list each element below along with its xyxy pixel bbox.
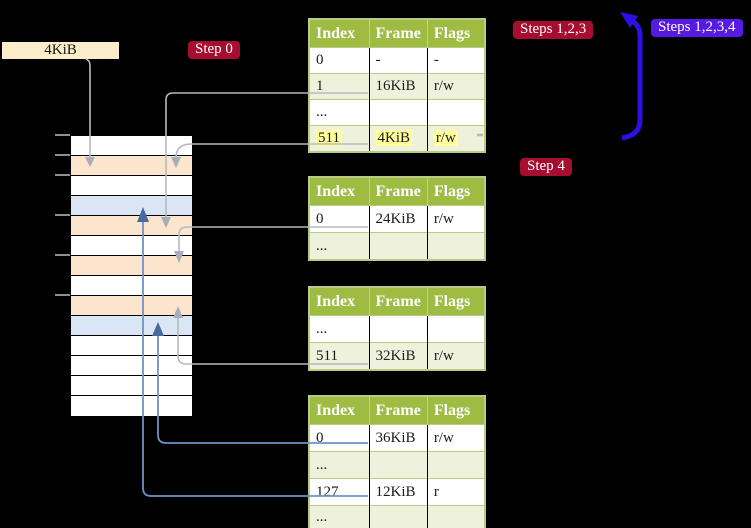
index-cell: 511: [309, 342, 369, 370]
table-row: ...: [309, 451, 486, 479]
table-header-row: Index Frame Flags: [309, 396, 486, 425]
column-header: Frame: [368, 287, 428, 316]
column-header: Frame: [368, 19, 428, 48]
index-cell: 0: [309, 205, 369, 233]
index-cell: ...: [309, 451, 369, 479]
memory-row-pagetable: [71, 256, 192, 276]
page-table-1: Index Frame Flags 0 - - 1 16KiB r/w ... …: [308, 18, 487, 153]
column-header: Frame: [368, 177, 428, 206]
index-cell: 0: [309, 47, 369, 74]
frame-size-label: 4KiB: [2, 42, 119, 59]
translation-loop-arrow: [621, 18, 643, 141]
memory-row-free: [71, 376, 192, 396]
table-header-row: Index Frame Flags: [309, 287, 486, 316]
flags-cell: [426, 505, 486, 528]
column-header: Index: [309, 287, 369, 316]
translation-loop-arrowhead: [620, 12, 638, 28]
index-cell: 511: [309, 125, 369, 152]
frame-cell: 36KiB: [368, 424, 428, 452]
frame-tick: [55, 254, 70, 256]
steps-1234-badge: Steps 1,2,3,4: [651, 19, 743, 37]
memory-row-free: [71, 236, 192, 256]
index-cell: ...: [309, 99, 369, 126]
column-header: Flags: [426, 287, 486, 316]
memory-row-free: [71, 136, 192, 156]
frame-tick: [55, 154, 70, 156]
frame-cell: 24KiB: [368, 205, 428, 233]
memory-row-free: [71, 176, 192, 196]
index-cell: ...: [309, 315, 369, 343]
frame-cell: [368, 232, 428, 260]
table-row: ...: [309, 505, 486, 528]
memory-row-page: [71, 196, 192, 216]
table-row: 1 16KiB r/w: [309, 73, 486, 100]
frame-cell: -: [368, 47, 428, 74]
frame-cell: 16KiB: [368, 73, 428, 100]
column-header: Flags: [426, 177, 486, 206]
flags-cell: r/w: [426, 73, 486, 100]
table-row: ...: [309, 232, 486, 260]
frame-tick: [55, 134, 70, 136]
memory-column: [70, 135, 193, 417]
memory-row-free: [71, 336, 192, 356]
column-header: Frame: [368, 396, 428, 425]
memory-row-page: [71, 316, 192, 336]
flags-cell: r/w: [426, 424, 486, 452]
memory-row-free: [71, 276, 192, 296]
frame-cell: 12KiB: [368, 478, 428, 506]
index-cell: 127: [309, 478, 369, 506]
highlighted-value: r/w: [433, 130, 458, 146]
flags-cell: [426, 99, 486, 126]
index-cell: ...: [309, 232, 369, 260]
column-header: Index: [309, 177, 369, 206]
flags-cell: r/w: [426, 205, 486, 233]
frame-tick: [55, 294, 70, 296]
memory-row-pagetable: [71, 156, 192, 176]
table-row: 0 24KiB r/w: [309, 205, 486, 233]
table-header-row: Index Frame Flags: [309, 177, 486, 206]
flags-cell: -: [426, 47, 486, 74]
flags-cell: [426, 451, 486, 479]
flags-cell: [426, 232, 486, 260]
step-4-badge: Step 4: [520, 158, 572, 176]
table-header-row: Index Frame Flags: [309, 19, 486, 48]
frame-cell: [368, 451, 428, 479]
memory-row-free: [71, 396, 192, 416]
memory-row-pagetable: [71, 216, 192, 236]
table-row: 0 36KiB r/w: [309, 424, 486, 452]
frame-cell: 32KiB: [368, 342, 428, 370]
flags-cell: r: [426, 478, 486, 506]
memory-row-free: [71, 356, 192, 376]
table-row-highlighted: 511 4KiB r/w: [309, 125, 486, 152]
frame-tick: [55, 174, 70, 176]
index-cell: ...: [309, 505, 369, 528]
highlighted-value: 511: [316, 130, 342, 146]
table-row: ...: [309, 315, 486, 343]
page-table-3: Index Frame Flags ... 511 32KiB r/w: [308, 286, 487, 371]
frame-tick: [55, 214, 70, 216]
flags-cell: r/w: [426, 125, 486, 152]
frame-cell: [368, 99, 428, 126]
page-table-4: Index Frame Flags 0 36KiB r/w ... 127 12…: [308, 395, 487, 528]
flags-cell: [426, 315, 486, 343]
column-header: Flags: [426, 396, 486, 425]
table-row: 127 12KiB r: [309, 478, 486, 506]
page-table-2: Index Frame Flags 0 24KiB r/w ...: [308, 176, 487, 261]
frame-cell: [368, 315, 428, 343]
flags-cell: r/w: [426, 342, 486, 370]
column-header: Index: [309, 396, 369, 425]
highlighted-value: 4KiB: [375, 130, 413, 146]
column-header: Flags: [426, 19, 486, 48]
column-header: Index: [309, 19, 369, 48]
frame-cell: [368, 505, 428, 528]
steps-123-badge: Steps 1,2,3: [513, 21, 594, 39]
step-0-badge: Step 0: [188, 41, 240, 59]
index-cell: 1: [309, 73, 369, 100]
index-cell: 0: [309, 424, 369, 452]
table-row: 0 - -: [309, 47, 486, 74]
memory-row-pagetable: [71, 296, 192, 316]
table-row: 511 32KiB r/w: [309, 342, 486, 370]
table-row: ...: [309, 99, 486, 126]
frame-cell: 4KiB: [368, 125, 428, 152]
